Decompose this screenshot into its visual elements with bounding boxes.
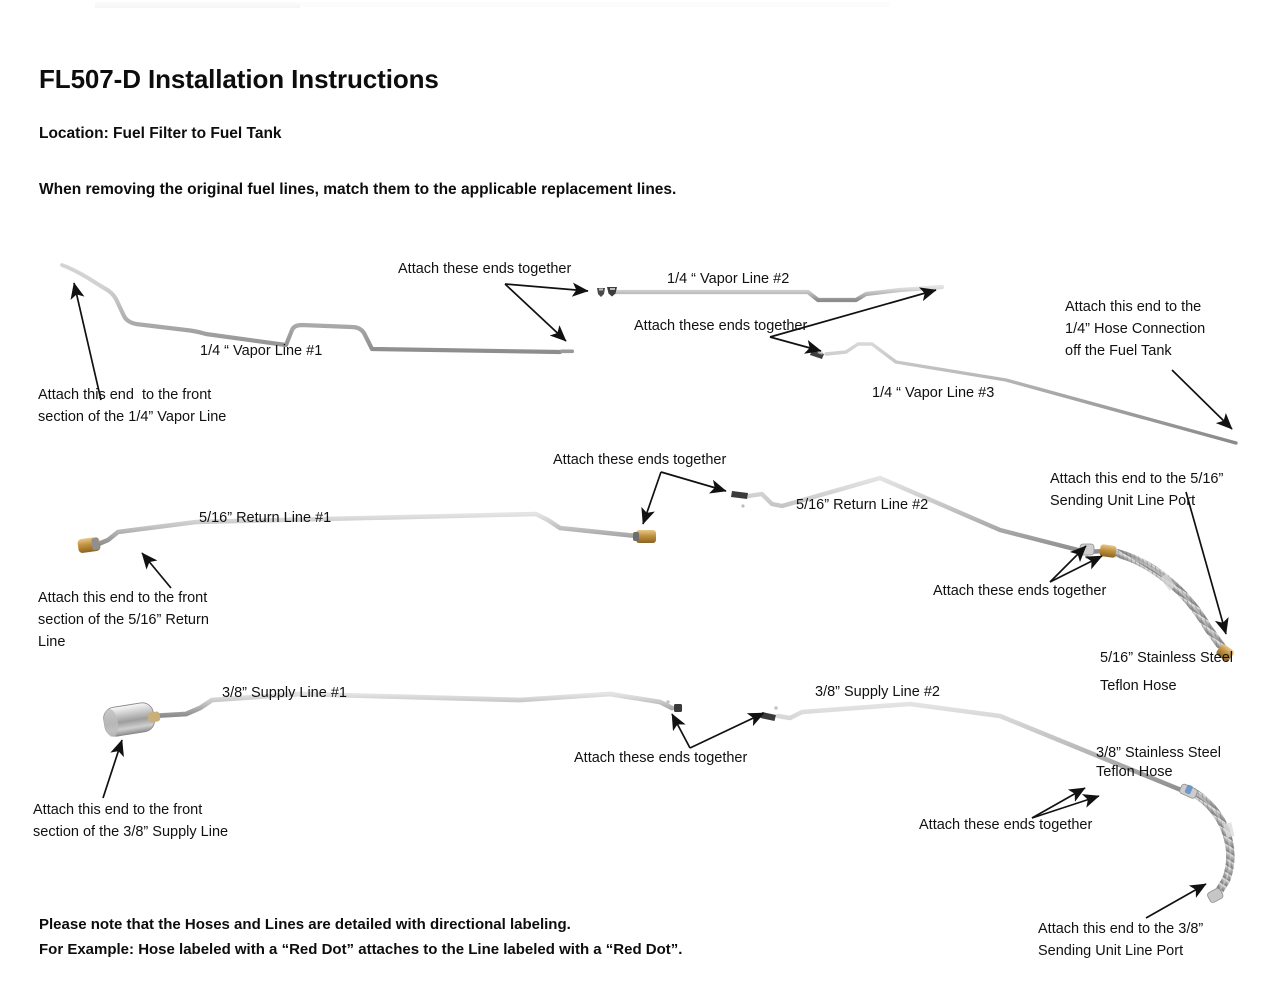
arrow-supply-hose-a	[1031, 787, 1086, 819]
supply-line-1-art	[103, 691, 682, 737]
hose-516-art	[1099, 544, 1234, 662]
vapor-line-2-end-fittings	[597, 287, 617, 297]
arrow-return-hose-a	[1049, 545, 1087, 583]
callout-return-sending-line1: Attach this end to the 5/16”	[1050, 471, 1224, 487]
callout-return-front-line1: Attach this end to the front	[38, 590, 208, 606]
label-vapor-line-1: 1/4 “ Vapor Line #1	[200, 343, 323, 359]
location-subtitle: Location: Fuel Filter to Fuel Tank	[39, 125, 282, 142]
arrow-vapor-front	[70, 282, 102, 401]
label-hose-38-line1: 3/8” Stainless Steel	[1096, 745, 1221, 761]
fuel-filter-canister	[103, 702, 161, 737]
return-line-2-right-fitting	[1079, 543, 1095, 559]
callout-vapor-tank-line2: 1/4” Hose Connection	[1065, 321, 1206, 337]
callout-vapor-front-line2: section of the 1/4” Vapor Line	[38, 409, 227, 425]
callout-return-front-line2: section of the 5/16” Return	[38, 612, 209, 628]
label-supply-line-2: 3/8” Supply Line #2	[815, 684, 940, 700]
callout-supply-attach-mid: Attach these ends together	[574, 750, 748, 766]
supply-line-2-left-fitting	[760, 706, 778, 721]
callout-return-sending-line2: Sending Unit Line Port	[1050, 493, 1196, 509]
callout-supply-attach-hose: Attach these ends together	[919, 817, 1093, 833]
callout-return-front-line3: Line	[38, 634, 66, 650]
hose-516-top-brass-fitting	[1099, 544, 1117, 558]
hose-38-bottom-fitting	[1207, 887, 1224, 903]
label-hose-516-line1: 5/16” Stainless Steel	[1100, 650, 1233, 666]
arrow-vapor-tank	[1171, 369, 1233, 430]
footer-note-line2: For Example: Hose labeled with a “Red Do…	[39, 941, 683, 958]
callout-supply-front-line1: Attach this end to the front	[33, 802, 203, 818]
callout-return-attach-hose: Attach these ends together	[933, 583, 1107, 599]
arrow-supply-attach-a	[671, 713, 691, 749]
callout-supply-sending-line1: Attach this end to the 3/8”	[1038, 921, 1204, 937]
return-line-1-art	[77, 511, 656, 553]
label-return-line-2: 5/16” Return Line #2	[796, 497, 929, 513]
arrow-return-sending	[1185, 491, 1229, 635]
scan-artifact	[95, 2, 300, 8]
arrow-vapor-attach-2a	[769, 336, 822, 354]
arrow-return-hose-b	[1049, 555, 1103, 583]
arrow-return-attach-a	[641, 471, 662, 525]
callout-vapor-tank-line1: Attach this end to the	[1065, 299, 1202, 315]
hose-38-art	[1179, 783, 1235, 903]
callout-supply-sending-line2: Sending Unit Line Port	[1038, 943, 1184, 959]
arrow-return-front	[141, 552, 172, 589]
callout-return-attach-mid: Attach these ends together	[553, 452, 727, 468]
label-vapor-line-2: 1/4 “ Vapor Line #2	[667, 271, 790, 287]
return-line-1-left-brass-fitting	[77, 537, 101, 553]
return-line-2-left-fitting	[731, 491, 748, 508]
page-title: FL507-D Installation Instructions	[39, 64, 439, 94]
callout-vapor-attach-1: Attach these ends together	[398, 261, 572, 277]
callout-vapor-front-line1: Attach this end to the front	[38, 387, 212, 403]
callout-vapor-tank-line3: off the Fuel Tank	[1065, 343, 1172, 359]
label-return-line-1: 5/16” Return Line #1	[199, 510, 332, 526]
arrow-supply-front	[102, 739, 124, 799]
scan-artifact-secondary	[300, 2, 890, 7]
hose-38-top-fitting	[1179, 783, 1198, 799]
label-supply-line-1: 3/8” Supply Line #1	[222, 685, 347, 701]
arrow-return-attach-b	[660, 471, 727, 494]
return-line-2-art	[731, 475, 1107, 559]
return-line-1-right-brass-fitting	[633, 530, 656, 543]
footer-note-line1: Please note that the Hoses and Lines are…	[39, 916, 571, 933]
label-hose-516-line2: Teflon Hose	[1100, 678, 1177, 694]
intro-instruction: When removing the original fuel lines, m…	[39, 181, 677, 198]
label-vapor-line-3: 1/4 “ Vapor Line #3	[872, 385, 995, 401]
arrow-supply-sending	[1145, 883, 1207, 919]
arrow-vapor-attach-1b	[504, 283, 567, 342]
vapor-line-3-end-fitting	[810, 350, 824, 359]
arrow-vapor-attach-1a	[504, 282, 589, 297]
supply-line-1-right-fitting	[666, 700, 682, 712]
callout-vapor-attach-2: Attach these ends together	[634, 318, 808, 334]
callout-supply-front-line2: section of the 3/8” Supply Line	[33, 824, 229, 840]
arrow-supply-attach-b	[689, 712, 765, 749]
label-hose-38-line2: Teflon Hose	[1096, 764, 1173, 780]
